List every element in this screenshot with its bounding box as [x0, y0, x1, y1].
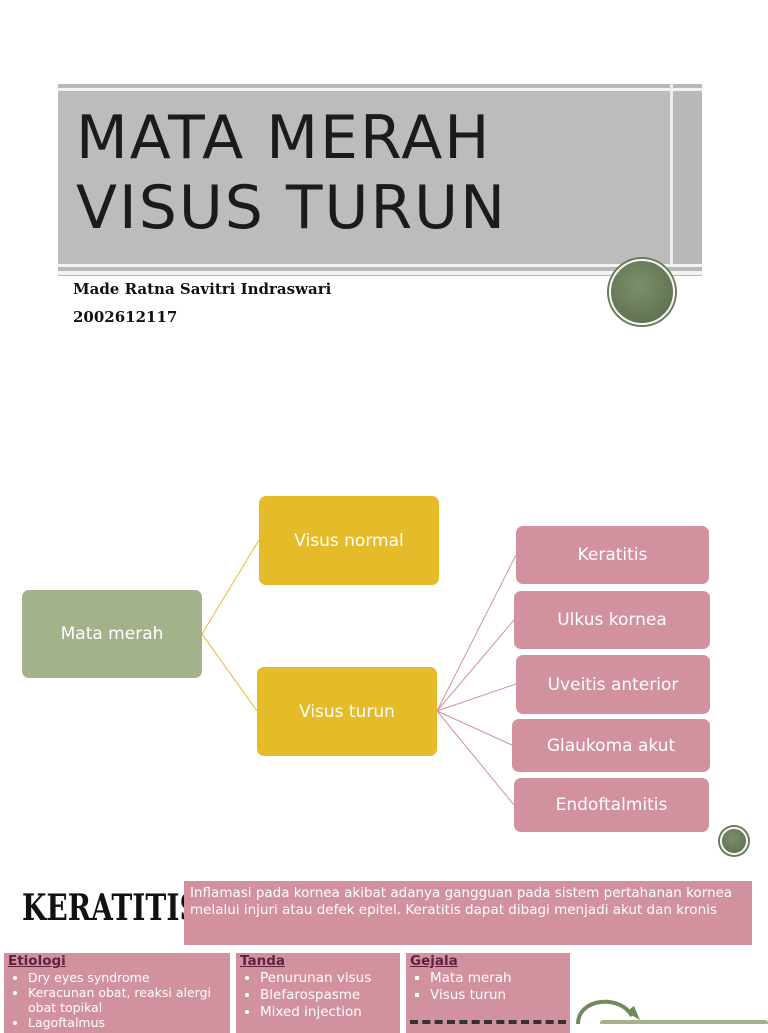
etiologi-title: Etiologi — [8, 953, 66, 969]
node-keratitis: Keratitis — [516, 526, 709, 584]
gejala-panel: Gejala Mata merah Visus turun — [406, 953, 570, 1033]
tanda-title: Tanda — [240, 953, 285, 969]
title-vertical-bar — [670, 84, 673, 264]
slide-title-line-1: MATA MERAH — [76, 103, 492, 173]
connector-turun-ulkus — [436, 619, 515, 712]
tanda-panel: Tanda Penurunan visus Blefarospasme Mixe… — [236, 953, 400, 1033]
gejala-list: Mata merah Visus turun — [410, 970, 566, 1004]
title-stripe-bottom — [58, 264, 702, 267]
tanda-list: Penurunan visus Blefarospasme Mixed inje… — [240, 970, 396, 1021]
tanda-item: Penurunan visus — [260, 970, 396, 987]
tanda-item: Blefarospasme — [260, 987, 396, 1004]
node-uveitis-anterior: Uveitis anterior — [516, 655, 710, 714]
title-banner — [58, 84, 702, 276]
connector-root-normal — [201, 539, 260, 635]
decorative-circle-small-icon — [720, 827, 748, 855]
student-id: 2002612117 — [73, 308, 178, 326]
gejala-item: Mata merah — [430, 970, 566, 987]
etiologi-item: Lagoftalmus — [28, 1015, 226, 1030]
connector-turun-endoftalmitis — [436, 710, 515, 806]
title-panel — [58, 92, 670, 264]
dashed-divider — [410, 1020, 566, 1024]
connector-root-turun — [201, 633, 258, 712]
keratitis-definition: Inflamasi pada kornea akibat adanya gang… — [184, 881, 752, 945]
node-visus-turun: Visus turun — [257, 667, 437, 756]
keratitis-heading: KERATITIS — [22, 887, 200, 929]
gejala-title: Gejala — [410, 953, 458, 969]
etiologi-item: Keracunan obat, reaksi alergi obat topik… — [28, 985, 226, 1015]
node-endoftalmitis: Endoftalmitis — [514, 778, 709, 832]
decorative-circle-icon — [609, 259, 675, 325]
connector-turun-keratitis — [436, 554, 517, 712]
etiologi-list: Dry eyes syndrome Keracunan obat, reaksi… — [8, 970, 226, 1030]
title-stripe-top — [58, 88, 702, 91]
node-visus-normal: Visus normal — [259, 496, 439, 585]
slide-title-line-2: VISUS TURUN — [76, 173, 507, 243]
title-stripe-bottom-2 — [58, 271, 702, 275]
connector-turun-glaukoma — [436, 710, 513, 746]
node-ulkus-kornea: Ulkus kornea — [514, 591, 710, 649]
author-name: Made Ratna Savitri Indraswari — [73, 280, 332, 298]
etiologi-item: Dry eyes syndrome — [28, 970, 226, 985]
gejala-item: Visus turun — [430, 987, 566, 1004]
node-mata-merah: Mata merah — [22, 590, 202, 678]
node-glaukoma-akut: Glaukoma akut — [512, 719, 710, 772]
connector-turun-uveitis — [436, 683, 517, 712]
curved-arrow-icon — [576, 999, 768, 1024]
etiologi-panel: Etiologi Dry eyes syndrome Keracunan oba… — [4, 953, 230, 1033]
tanda-item: Mixed injection — [260, 1004, 396, 1021]
